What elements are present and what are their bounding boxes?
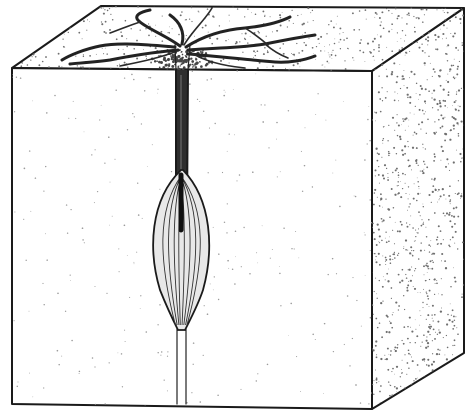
side-stipple <box>371 8 464 411</box>
soil-side-face <box>372 8 464 409</box>
soil-top-face <box>12 6 464 71</box>
aestivation-chamber <box>153 170 209 330</box>
